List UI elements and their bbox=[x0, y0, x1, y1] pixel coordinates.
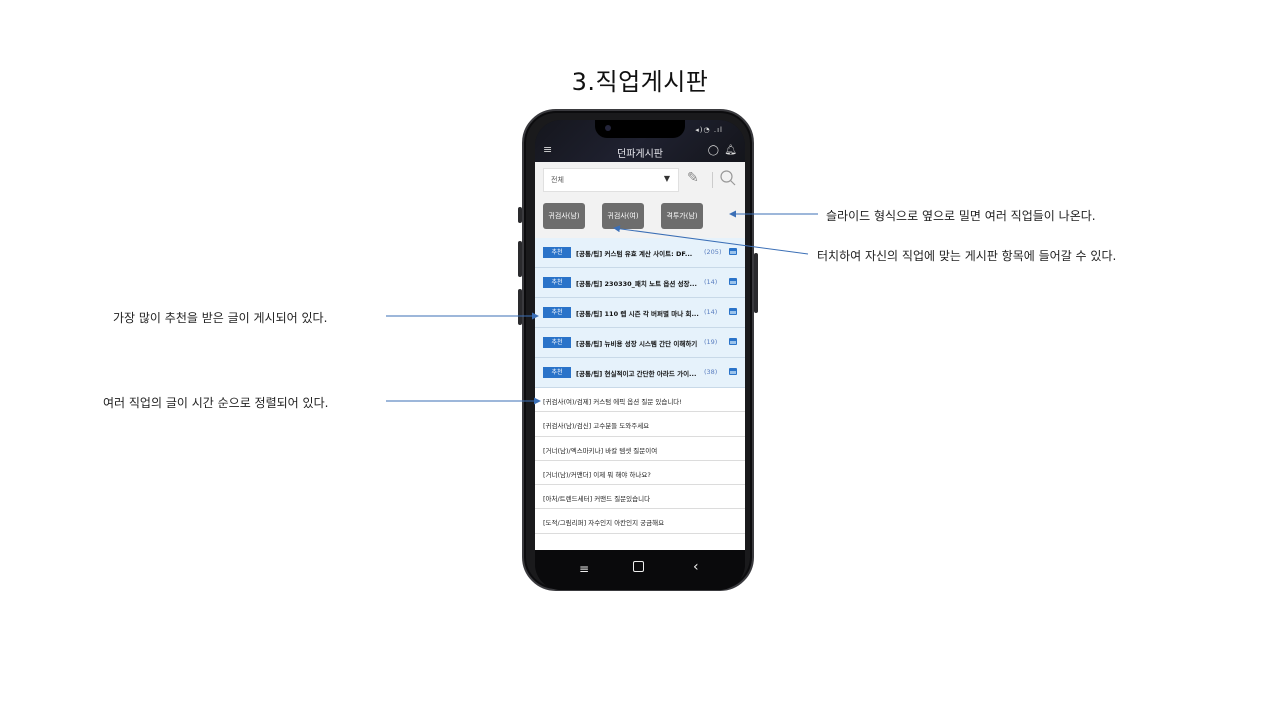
pencil-icon[interactable]: ✎ bbox=[687, 170, 699, 186]
filter-row: 전체 ▼ ✎ bbox=[535, 162, 745, 202]
hot-post-title: [공통/팁] 커스텀 유효 계산 사이트: DF... bbox=[576, 250, 693, 258]
hot-post-title: [공통/팁] 뉴비용 성장 시스템 간단 이해하기 bbox=[576, 340, 698, 348]
recommend-badge: 추천 bbox=[543, 247, 571, 258]
status-icons: ◂)◔ .ıl bbox=[695, 126, 723, 134]
power-button bbox=[754, 253, 758, 313]
image-icon bbox=[729, 278, 737, 285]
system-nav-bar: ≡ ‹ bbox=[535, 550, 745, 590]
nav-menu-icon[interactable]: ≡ bbox=[579, 562, 590, 576]
comment-count: (14) bbox=[704, 278, 718, 286]
hot-post-title: [공통/팁] 110 렙 시즌 각 버퍼별 마나 회... bbox=[576, 310, 699, 318]
post-item[interactable]: [귀검사(여)/검제] 커스텀 에픽 옵션 질문 있습니다! bbox=[535, 388, 745, 413]
bell-icon[interactable]: 🔔︎ bbox=[724, 145, 737, 156]
category-select[interactable]: 전체 ▼ bbox=[543, 168, 679, 192]
image-icon bbox=[729, 308, 737, 315]
post-title: [도적/그림리퍼] 자수인지 아칸인지 궁금해요 bbox=[543, 519, 665, 528]
post-item[interactable]: [거너(남)/엑스마키나] 바칼 템셋 질문이여 bbox=[535, 436, 745, 461]
notch bbox=[595, 120, 685, 138]
post-title: [귀검사(남)/검신] 고수분들 도와주세요 bbox=[543, 422, 650, 431]
hot-post-item[interactable]: 추천 [공통/팁] 커스텀 유효 계산 사이트: DF... (205) bbox=[535, 238, 745, 268]
hot-post-item[interactable]: 추천 [공통/팁] 뉴비용 성장 시스템 간단 이해하기 (19) bbox=[535, 328, 745, 358]
annotation-hot: 가장 많이 추천을 받은 글이 게시되어 있다. bbox=[113, 311, 328, 325]
recommend-badge: 추천 bbox=[543, 307, 571, 318]
hot-post-title: [공통/팁] 현실적이고 간단한 아라드 가이... bbox=[576, 370, 697, 378]
divider bbox=[712, 172, 713, 188]
hot-post-item[interactable]: 추천 [공통/팁] 현실적이고 간단한 아라드 가이... (38) bbox=[535, 358, 745, 388]
nav-home-icon[interactable] bbox=[633, 561, 644, 572]
app-bar: ◂)◔ .ıl ≡ 던파게시판 ◯ 🔔︎ bbox=[535, 120, 745, 162]
post-list: 추천 [공통/팁] 커스텀 유효 계산 사이트: DF... (205) 추천 … bbox=[535, 238, 745, 534]
annotation-slide: 슬라이드 형식으로 옆으로 밀면 여러 직업들이 나온다. bbox=[826, 209, 1096, 223]
chat-icon[interactable]: ◯ bbox=[707, 145, 719, 156]
image-icon bbox=[729, 338, 737, 345]
post-title: [거너(남)/엑스마키나] 바칼 템셋 질문이여 bbox=[543, 446, 658, 455]
image-icon bbox=[729, 368, 737, 375]
annotation-order: 여러 직업의 글이 시간 순으로 정렬되어 있다. bbox=[103, 396, 329, 410]
app-title: 던파게시판 bbox=[617, 149, 663, 160]
post-item[interactable]: [거너(남)/커맨더] 이제 뭐 해야 하나요? bbox=[535, 460, 745, 486]
post-title: [귀검사(여)/검제] 커스텀 에픽 옵션 질문 있습니다! bbox=[543, 398, 682, 406]
comment-count: (19) bbox=[704, 338, 718, 346]
category-select-value: 전체 bbox=[551, 176, 564, 184]
chevron-down-icon: ▼ bbox=[663, 174, 670, 183]
volume-up-button bbox=[518, 241, 522, 277]
post-item[interactable]: [귀검사(남)/검신] 고수분들 도와주세요 bbox=[535, 412, 745, 437]
slide-title: 3.직업게시판 bbox=[571, 68, 709, 96]
phone-frame: ◂)◔ .ıl ≡ 던파게시판 ◯ 🔔︎ 전체 ▼ ✎ bbox=[518, 109, 758, 591]
hot-post-item[interactable]: 추천 [공통/팁] 230330_패치 노트 옵션 성장... (14) bbox=[535, 268, 745, 298]
recommend-badge: 추천 bbox=[543, 277, 571, 288]
volume-button bbox=[518, 207, 522, 223]
volume-down-button bbox=[518, 289, 522, 325]
post-title: [거너(남)/커맨더] 이제 뭐 해야 하나요? bbox=[543, 470, 651, 479]
class-button-slayer-male[interactable]: 귀검사(남) bbox=[543, 203, 585, 229]
phone-screen: ◂)◔ .ıl ≡ 던파게시판 ◯ 🔔︎ 전체 ▼ ✎ bbox=[535, 120, 745, 590]
comment-count: (14) bbox=[704, 308, 718, 316]
class-slider[interactable]: 귀검사(남) 귀검사(여) 격투가(남) bbox=[535, 202, 745, 238]
nav-back-icon[interactable]: ‹ bbox=[693, 559, 699, 575]
board-content: 전체 ▼ ✎ 귀검사(남) 귀검사(여) 격투가(남) bbox=[535, 162, 745, 550]
image-icon bbox=[729, 248, 737, 255]
camera-icon bbox=[605, 125, 611, 131]
comment-count: (38) bbox=[704, 368, 718, 376]
post-item[interactable]: [도적/그림리퍼] 자수인지 아칸인지 궁금해요 bbox=[535, 509, 745, 534]
post-title: [아처/트렌드세터] 커맨드 질문있습니다 bbox=[543, 495, 651, 504]
comment-count: (205) bbox=[704, 248, 722, 256]
recommend-badge: 추천 bbox=[543, 337, 571, 348]
recommend-badge: 추천 bbox=[543, 367, 571, 378]
annotation-touch: 터치하여 자신의 직업에 맞는 게시판 항목에 들어갈 수 있다. bbox=[817, 249, 1117, 263]
hot-post-title: [공통/팁] 230330_패치 노트 옵션 성장... bbox=[576, 280, 697, 288]
class-button-slayer-female[interactable]: 귀검사(여) bbox=[602, 203, 644, 229]
post-item[interactable]: [아처/트렌드세터] 커맨드 질문있습니다 bbox=[535, 485, 745, 510]
class-button-fighter-male[interactable]: 격투가(남) bbox=[661, 203, 703, 229]
search-icon[interactable] bbox=[719, 169, 737, 191]
hamburger-icon[interactable]: ≡ bbox=[543, 143, 553, 156]
hot-post-item[interactable]: 추천 [공통/팁] 110 렙 시즌 각 버퍼별 마나 회... (14) bbox=[535, 298, 745, 328]
